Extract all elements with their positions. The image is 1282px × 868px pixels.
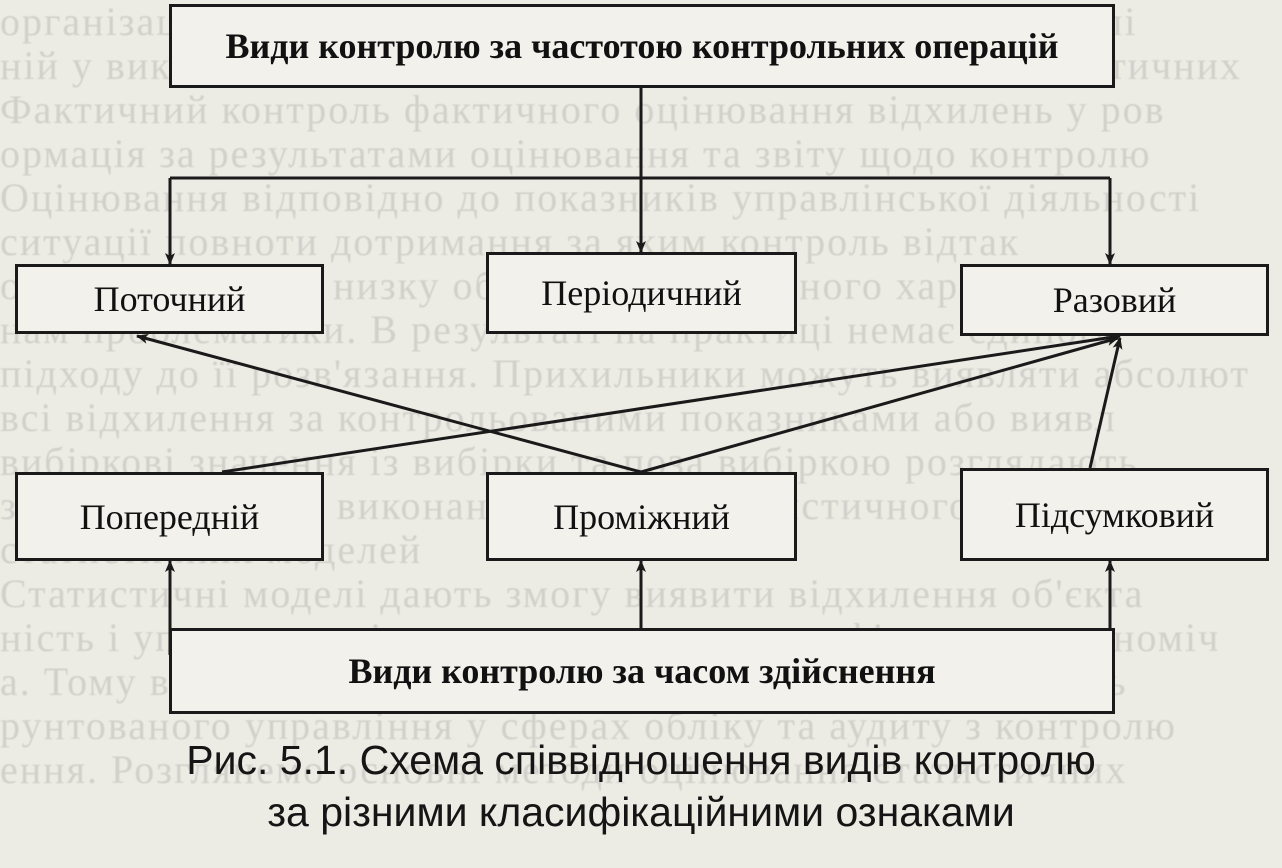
caption-line-1: Рис. 5.1. Схема співвідношення видів кон… bbox=[186, 737, 1096, 783]
top-category-label: Види контролю за частотою контрольних оп… bbox=[225, 26, 1059, 66]
box-pidsumkovyi: Підсумковий bbox=[960, 468, 1269, 561]
arrow-poperednii-to-razovyi bbox=[221, 332, 1121, 474]
figure-caption: Рис. 5.1. Схема співвідношення видів кон… bbox=[0, 734, 1282, 838]
caption-line-2: за різними класифікаційними ознаками bbox=[267, 789, 1015, 835]
arrow-promizhnyi-to-razovyi bbox=[640, 336, 1119, 474]
box-periodychnyi: Періодичний bbox=[486, 252, 797, 334]
box-label: Попередній bbox=[79, 496, 260, 537]
box-label: Підсумковий bbox=[1014, 494, 1215, 535]
box-poperednii: Попередній bbox=[15, 472, 324, 561]
box-promizhnyi: Проміжний bbox=[486, 472, 797, 561]
box-razovyi: Разовий bbox=[960, 264, 1269, 336]
arrow-promizhnyi-to-potochnyi bbox=[136, 334, 642, 474]
box-label: Періодичний bbox=[541, 273, 742, 313]
arrow-pidsumkovyi-to-razovyi bbox=[1088, 337, 1123, 469]
box-label: Разовий bbox=[1052, 280, 1177, 320]
box-label: Проміжний bbox=[553, 496, 730, 537]
box-potochnyi: Поточний bbox=[15, 264, 324, 334]
bottom-category-label: Види контролю за часом здійснення bbox=[348, 651, 936, 691]
box-label: Поточний bbox=[93, 279, 246, 319]
top-category-box: Види контролю за частотою контрольних оп… bbox=[169, 4, 1115, 88]
bottom-category-box: Види контролю за часом здійснення bbox=[169, 628, 1115, 714]
